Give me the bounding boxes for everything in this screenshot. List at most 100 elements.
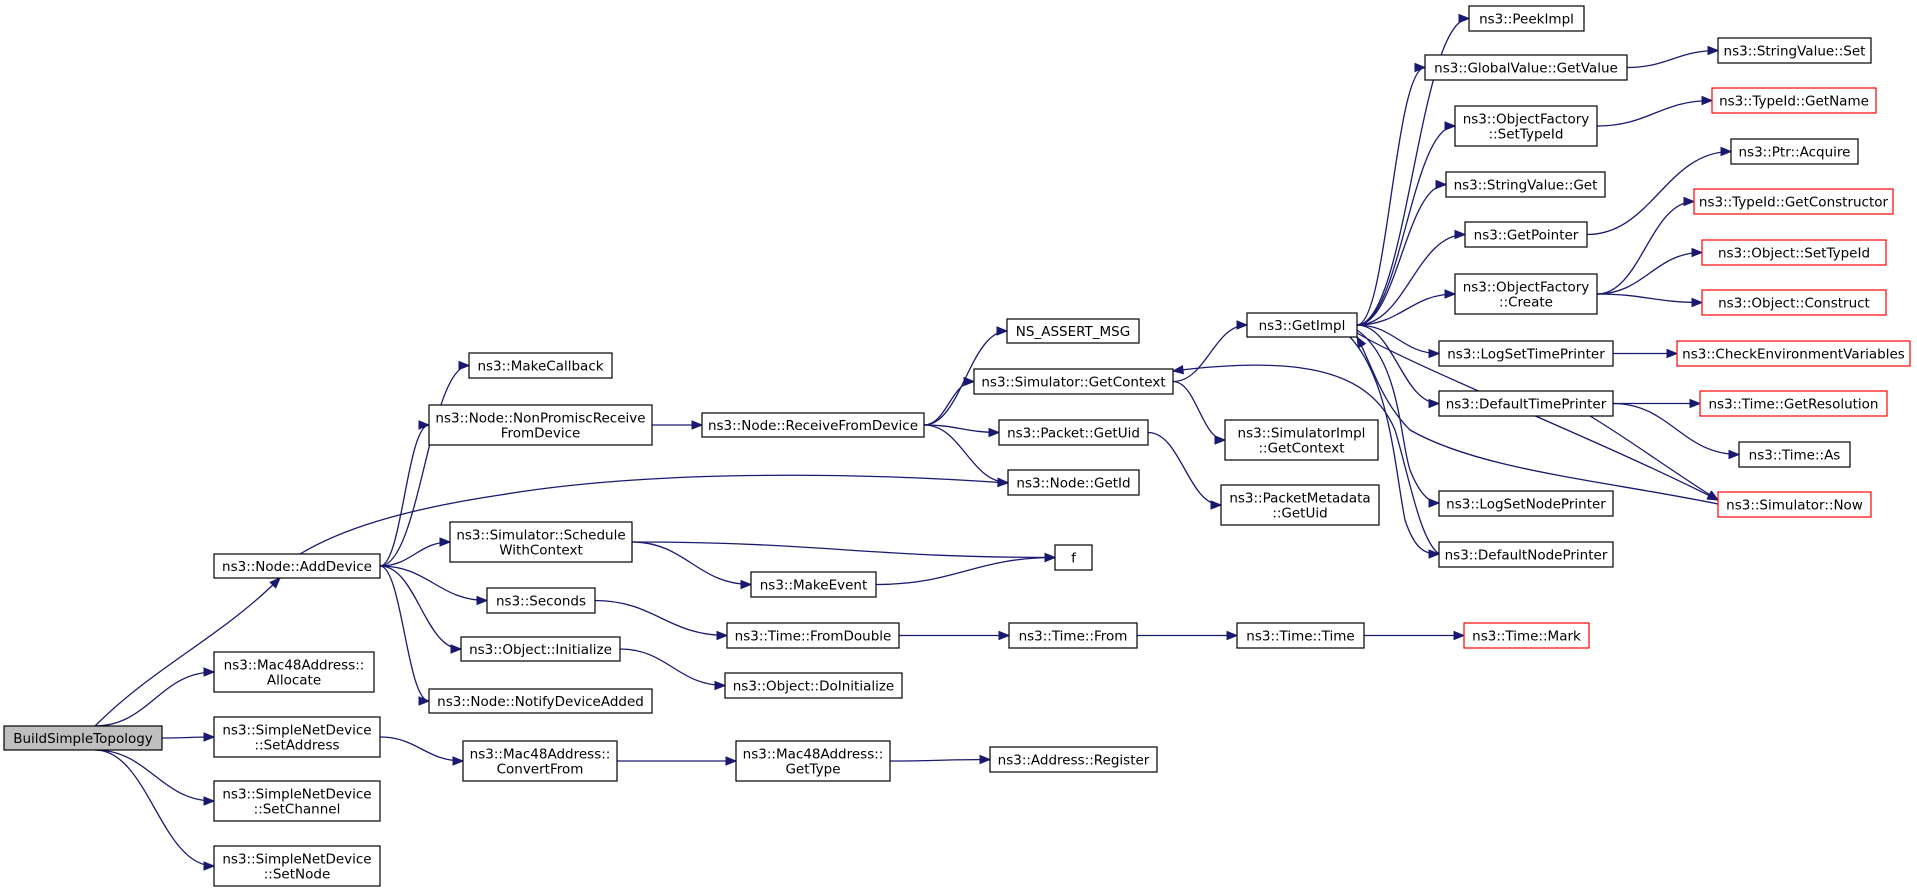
- node-label: ns3::GetPointer: [1474, 228, 1579, 244]
- node-box: [735, 740, 891, 782]
- edge-node-adddevice-to-nonpromisc: [379, 420, 431, 567]
- node-ns3-checkenvironmentvariables[interactable]: ns3::CheckEnvironmentVariables: [1676, 340, 1911, 367]
- node-ns3-mac48address-convertfrom[interactable]: ns3::Mac48Address::ConvertFrom: [462, 740, 618, 782]
- node-ns3-time-as[interactable]: ns3::Time::As: [1738, 441, 1851, 468]
- node-ns3-simulator-now[interactable]: ns3::Simulator::Now: [1717, 491, 1872, 518]
- node-ns3-objectfactory-create[interactable]: ns3::ObjectFactory::Create: [1454, 273, 1598, 315]
- node-box: [1468, 5, 1585, 32]
- node-label: ::GetUid: [1272, 506, 1327, 522]
- node-label: ns3::Node::AddDevice: [222, 559, 372, 575]
- node-ns3-defaulttimeprinter[interactable]: ns3::DefaultTimePrinter: [1438, 390, 1614, 417]
- node-box: [460, 636, 621, 662]
- arrowhead: [269, 577, 281, 589]
- node-buildsimpletopology[interactable]: BuildSimpleTopology: [3, 725, 163, 751]
- node-ns3-simplenetdevice-setchannel[interactable]: ns3::SimpleNetDevice::SetChannel: [213, 780, 381, 822]
- node-ns-assert-msg[interactable]: NS_ASSERT_MSG: [1006, 318, 1140, 344]
- arrowhead: [996, 326, 1009, 336]
- arrowhead: [452, 756, 465, 766]
- node-ns3-simulator-getcontext[interactable]: ns3::Simulator::GetContext: [973, 368, 1174, 395]
- node-label: ns3::MakeCallback: [477, 359, 603, 375]
- node-ns3-mac48address-gettype[interactable]: ns3::Mac48Address::GetType: [735, 740, 891, 782]
- arrowhead: [1458, 13, 1471, 24]
- node-box: [750, 571, 877, 598]
- node-f[interactable]: f: [1054, 544, 1093, 571]
- node-ns3-object-doinitialize[interactable]: ns3::Object::DoInitialize: [724, 672, 903, 699]
- edge-getimpl-to-of-create: [1356, 289, 1457, 326]
- edge-buildsimpletopology-to-snd-setaddress: [161, 732, 216, 742]
- node-box: [1246, 312, 1358, 338]
- node-ns3-typeid-getname[interactable]: ns3::TypeId::GetName: [1711, 87, 1877, 114]
- node-label: ::SetChannel: [254, 802, 341, 818]
- edge-node-adddevice-to-makecallback: [379, 360, 471, 567]
- node-ns3-packet-getuid[interactable]: ns3::Packet::GetUid: [998, 419, 1149, 446]
- edge-time-fromdouble-to-time-from: [898, 630, 1011, 641]
- node-ns3-node-getid[interactable]: ns3::Node::GetId: [1007, 469, 1140, 496]
- node-ns3-makecallback[interactable]: ns3::MakeCallback: [468, 352, 613, 379]
- node-box: [1730, 138, 1859, 165]
- node-label: ns3::Mac48Address::: [470, 747, 611, 763]
- arrowhead: [740, 579, 753, 590]
- node-box: [1454, 105, 1598, 147]
- node-box: [1424, 54, 1628, 81]
- edge-of-create-to-typeid-getconstructor: [1596, 196, 1696, 295]
- node-ns3-peekimpl[interactable]: ns3::PeekImpl: [1468, 5, 1585, 32]
- node-ns3-defaultnodeprinter[interactable]: ns3::DefaultNodePrinter: [1438, 541, 1614, 568]
- edge-buildsimpletopology-to-mac48-allocate: [94, 667, 216, 727]
- node-ns3-globalvalue-getvalue[interactable]: ns3::GlobalValue::GetValue: [1424, 54, 1628, 81]
- node-ns3-stringvalue-set[interactable]: ns3::StringValue::Set: [1717, 37, 1872, 64]
- node-label: ns3::PeekImpl: [1479, 12, 1574, 28]
- arrowhead: [203, 667, 216, 677]
- node-ns3-getimpl[interactable]: ns3::GetImpl: [1246, 312, 1358, 338]
- node-ns3-object-construct[interactable]: ns3::Object::Construct: [1701, 289, 1887, 316]
- node-ns3-makeevent[interactable]: ns3::MakeEvent: [750, 571, 877, 598]
- node-ns3-address-register[interactable]: ns3::Address::Register: [989, 746, 1158, 773]
- node-ns3-logsetnodeprinter[interactable]: ns3::LogSetNodePrinter: [1438, 490, 1614, 517]
- arrowhead: [998, 630, 1011, 641]
- node-box: [998, 419, 1149, 446]
- node-label: ns3::DefaultNodePrinter: [1445, 548, 1608, 564]
- node-ns3-typeid-getconstructor[interactable]: ns3::TypeId::GetConstructor: [1693, 188, 1894, 215]
- node-ns3-time-getresolution[interactable]: ns3::Time::GetResolution: [1699, 390, 1888, 417]
- node-label: ns3::Object::DoInitialize: [733, 679, 895, 695]
- node-box: [1699, 390, 1888, 417]
- node-ns3-objectfactory-settypeid[interactable]: ns3::ObjectFactory::SetTypeId: [1454, 105, 1598, 147]
- arrowhead: [963, 376, 976, 387]
- node-box: [3, 725, 163, 751]
- node-ns3-node-notifydeviceadded[interactable]: ns3::Node::NotifyDeviceAdded: [428, 688, 653, 714]
- node-box: [1054, 544, 1093, 571]
- edge-sim-schedulewithcontext-to-f: [631, 541, 1057, 563]
- node-box: [1008, 622, 1138, 649]
- node-box: [1445, 171, 1606, 198]
- node-ns3-object-settypeid[interactable]: ns3::Object::SetTypeId: [1701, 239, 1887, 266]
- node-ns3-mac48address-allocate[interactable]: ns3::Mac48Address::Allocate: [213, 651, 375, 693]
- node-ns3-simulatorimpl-getcontext[interactable]: ns3::SimulatorImpl::GetContext: [1224, 419, 1379, 461]
- node-ns3-time-mark[interactable]: ns3::Time::Mark: [1463, 622, 1590, 649]
- node-ns3-seconds[interactable]: ns3::Seconds: [486, 587, 596, 614]
- edge-nonpromisc-to-node-receivefromdevice: [651, 420, 704, 430]
- node-ns3-object-initialize[interactable]: ns3::Object::Initialize: [460, 636, 621, 662]
- node-box: [1438, 490, 1614, 517]
- node-box: [1676, 340, 1911, 367]
- node-box: [1693, 188, 1894, 215]
- arrowhead: [1444, 289, 1457, 299]
- node-ns3-node-adddevice[interactable]: ns3::Node::AddDevice: [213, 553, 381, 579]
- node-label: f: [1071, 551, 1077, 567]
- node-ns3-getpointer[interactable]: ns3::GetPointer: [1464, 221, 1588, 248]
- edge-node-adddevice-to-seconds: [379, 565, 489, 606]
- node-ns3-time-from[interactable]: ns3::Time::From: [1008, 622, 1138, 649]
- node-ns3-packetmetadata-getuid[interactable]: ns3::PacketMetadata::GetUid: [1220, 484, 1380, 526]
- node-ns3-simplenetdevice-setnode[interactable]: ns3::SimpleNetDevice::SetNode: [213, 845, 381, 887]
- node-ns3-stringvalue-get[interactable]: ns3::StringValue::Get: [1445, 171, 1606, 198]
- node-label: ns3::Node::GetId: [1016, 476, 1130, 492]
- node-ns3-logsettimeprinter[interactable]: ns3::LogSetTimePrinter: [1438, 340, 1614, 367]
- node-box: [726, 622, 900, 649]
- node-label: ::SetTypeId: [1489, 127, 1564, 143]
- node-ns3-ptr-acquire[interactable]: ns3::Ptr::Acquire: [1730, 138, 1859, 165]
- node-label: ns3::Ptr::Acquire: [1739, 145, 1851, 161]
- node-ns3-node-receivefromdevice[interactable]: ns3::Node::ReceiveFromDevice: [701, 412, 925, 438]
- node-ns3-time-fromdouble[interactable]: ns3::Time::FromDouble: [726, 622, 900, 649]
- node-ns3-simplenetdevice-setaddress[interactable]: ns3::SimpleNetDevice::SetAddress: [213, 716, 381, 758]
- node-ns3-time-time[interactable]: ns3::Time::Time: [1236, 622, 1365, 649]
